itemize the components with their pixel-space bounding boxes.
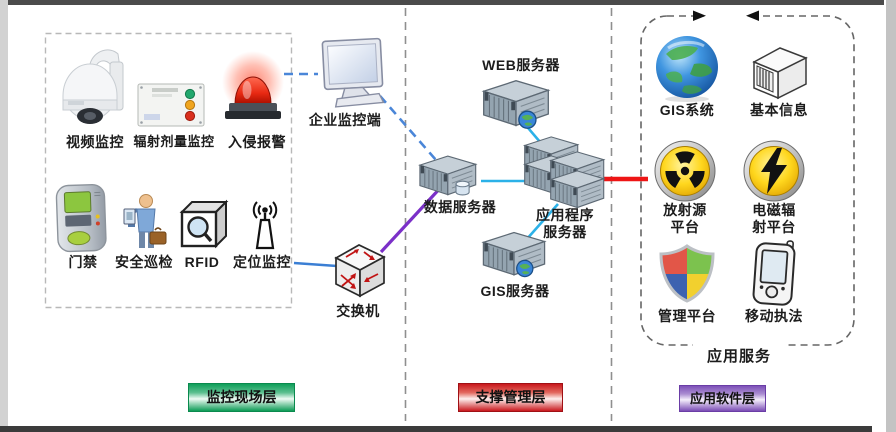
- label-security-patrol: 安全巡检: [115, 254, 173, 270]
- enterprise-monitor-icon: [321, 37, 385, 108]
- label-application-server-line2: 服务器: [543, 224, 587, 240]
- video-camera-icon: [62, 49, 124, 124]
- radiation-dose-panel-icon: [137, 83, 205, 127]
- web-server-icon: [483, 80, 549, 129]
- page-frame-bottom: [0, 426, 872, 432]
- basic-info-server-icon: [752, 47, 808, 100]
- label-location-monitoring: 定位监控: [233, 254, 291, 270]
- arrow-left-icon: [746, 10, 759, 21]
- access-control-icon: [55, 183, 107, 253]
- arrow-right-icon: [693, 10, 706, 21]
- rfid-reader-icon: [179, 199, 229, 249]
- label-radiation-platform: 放射源 平台: [643, 202, 727, 236]
- label-intrusion-alarm: 入侵报警: [228, 134, 286, 150]
- security-patrol-person-icon: [123, 194, 167, 248]
- badge-application-layer: 应用软件层: [679, 385, 766, 412]
- mobile-pda-icon: [752, 240, 796, 306]
- label-radiation-platform-line1: 放射源: [663, 202, 707, 218]
- label-switch: 交换机: [336, 303, 380, 319]
- management-shield-icon: [659, 244, 715, 303]
- label-rfid: RFID: [184, 254, 220, 270]
- data-server-icon: [419, 155, 477, 196]
- label-emc-platform: 电磁辐 射平台: [732, 202, 816, 236]
- label-management-platform: 管理平台: [658, 308, 716, 324]
- intrusion-alarm-icon: [222, 51, 284, 119]
- application-server-icon: [524, 136, 605, 209]
- link-switch-to-dataserver: [379, 183, 445, 254]
- switch-icon: [334, 244, 386, 298]
- label-basic-info: 基本信息: [750, 102, 808, 118]
- link-gisserver-to-appserver: [525, 203, 559, 241]
- app-box-top-gap: [704, 9, 748, 22]
- label-access-control: 门禁: [68, 254, 98, 270]
- electromagnetic-badge-icon: [743, 140, 805, 202]
- badge-support-layer: 支撑管理层: [458, 383, 563, 412]
- location-antenna-icon: [252, 201, 278, 250]
- label-application-server: 应用程序 服务器: [518, 207, 612, 241]
- label-emc-platform-line2: 射平台: [752, 219, 796, 235]
- page-frame-top: [8, 0, 884, 5]
- label-application-server-line1: 应用程序: [536, 207, 594, 223]
- page-frame-right: [886, 0, 896, 432]
- page-frame-left: [0, 0, 8, 426]
- label-enterprise-client: 企业监控端: [308, 112, 382, 128]
- label-emc-platform-line1: 电磁辐: [752, 202, 796, 218]
- gis-globe-icon: [656, 36, 718, 102]
- label-video-monitoring: 视频监控: [66, 134, 124, 150]
- label-data-server: 数据服务器: [423, 199, 497, 215]
- link-client-to-dataserver: [379, 95, 437, 161]
- app-services-box: [640, 15, 855, 346]
- label-gis-system: GIS系统: [659, 102, 715, 118]
- label-application-services: 应用服务: [693, 344, 785, 367]
- site-layer-box: [44, 32, 293, 309]
- link-location-to-switch: [293, 261, 338, 268]
- label-gis-server: GIS服务器: [480, 283, 550, 299]
- label-radiation-platform-line2: 平台: [670, 219, 700, 235]
- label-web-server: WEB服务器: [482, 57, 560, 73]
- label-radiation-dose: 辐射剂量监控: [133, 134, 215, 149]
- label-mobile-enforcement: 移动执法: [745, 308, 803, 324]
- radiation-source-badge-icon: [654, 140, 716, 202]
- badge-site-layer: 监控现场层: [188, 383, 295, 412]
